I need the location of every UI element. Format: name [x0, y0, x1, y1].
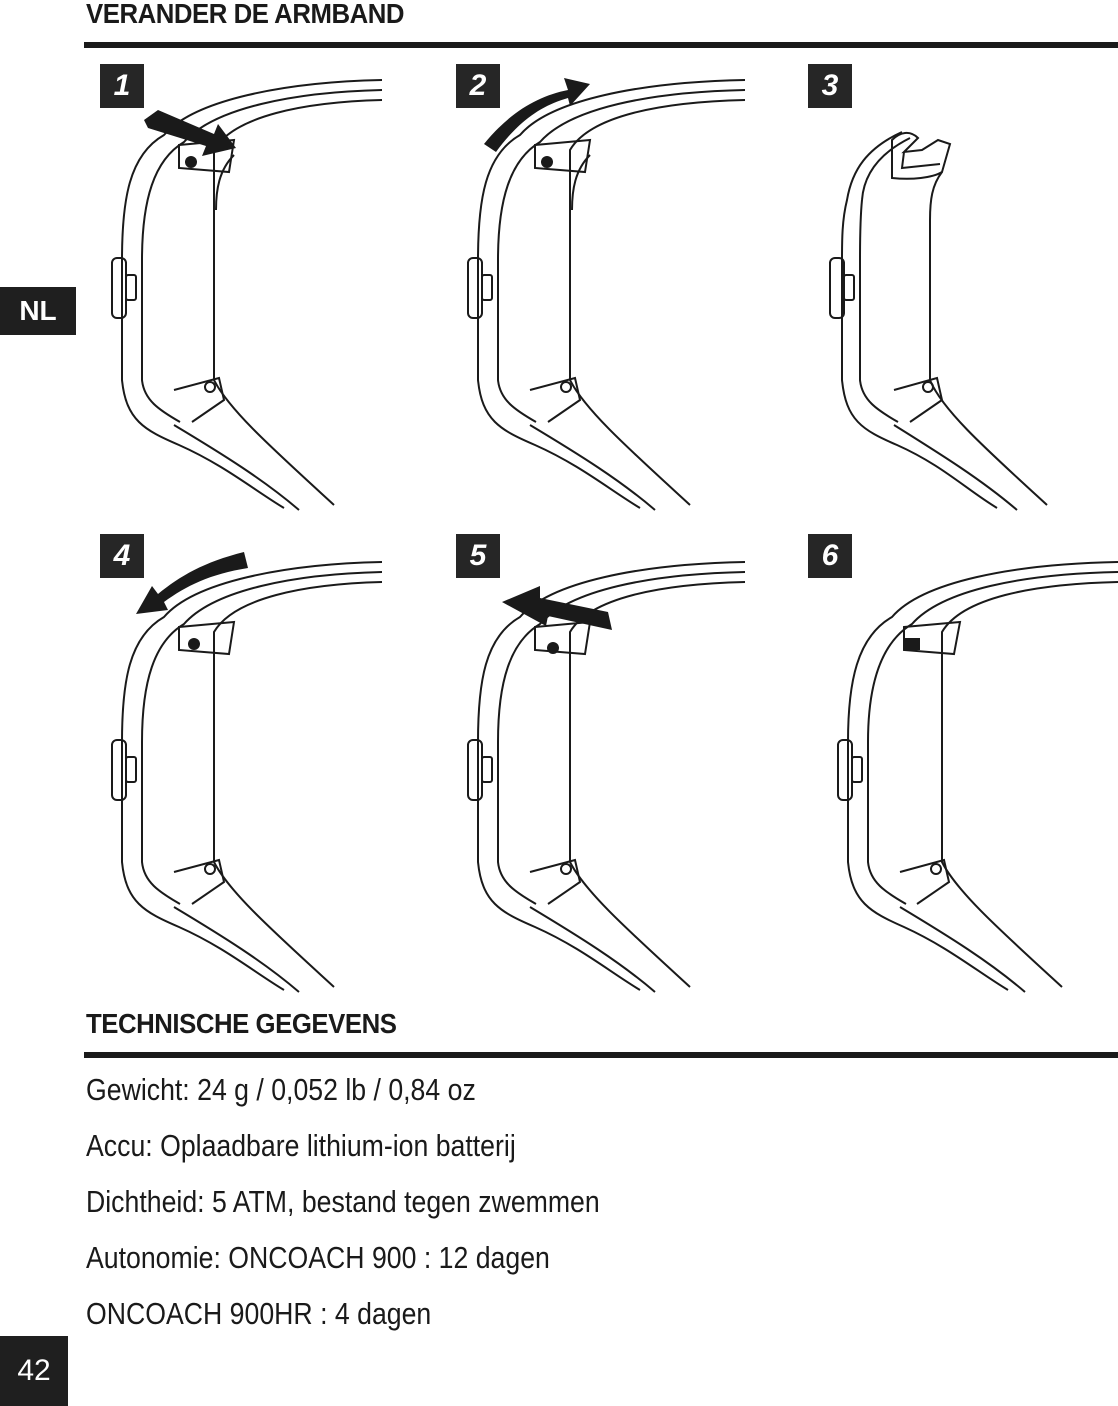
- band-drawing-step-3: [792, 60, 1118, 530]
- section-divider: [84, 42, 1118, 48]
- section-title-technical-specs: TECHNISCHE GEGEVENS: [86, 1010, 396, 1038]
- spec-water-resistance: Dichtheid: 5 ATM, bestand tegen zwemmen: [86, 1186, 600, 1217]
- step-number-badge: 3: [808, 64, 852, 108]
- spec-autonomy: Autonomie: ONCOACH 900 : 12 dagen: [86, 1242, 550, 1273]
- step-1-illustration: 1: [84, 60, 444, 530]
- step-number-badge: 5: [456, 534, 500, 578]
- band-drawing-step-6: [792, 530, 1118, 1000]
- spec-weight: Gewicht: 24 g / 0,052 lb / 0,84 oz: [86, 1074, 476, 1105]
- step-4-illustration: 4: [84, 530, 444, 1000]
- band-drawing-step-5: [440, 530, 800, 1000]
- step-number-badge: 4: [100, 534, 144, 578]
- step-3-illustration: 3: [792, 60, 1118, 530]
- section-divider: [84, 1052, 1118, 1058]
- spec-autonomy-hr: ONCOACH 900HR : 4 dagen: [86, 1298, 431, 1329]
- step-5-illustration: 5: [440, 530, 800, 1000]
- step-2-illustration: 2: [440, 60, 800, 530]
- language-tab: NL: [0, 287, 76, 335]
- band-drawing-step-4: [84, 530, 444, 1000]
- step-number-badge: 6: [808, 534, 852, 578]
- band-drawing-step-2: [440, 60, 800, 530]
- band-drawing-step-1: [84, 60, 444, 530]
- arrow-icon: [136, 552, 248, 614]
- step-number-badge: 2: [456, 64, 500, 108]
- spec-battery: Accu: Oplaadbare lithium-ion batterij: [86, 1130, 516, 1161]
- section-title-change-band: VERANDER DE ARMBAND: [86, 0, 404, 28]
- step-6-illustration: 6: [792, 530, 1118, 1000]
- page-number: 42: [0, 1336, 68, 1406]
- step-number-badge: 1: [100, 64, 144, 108]
